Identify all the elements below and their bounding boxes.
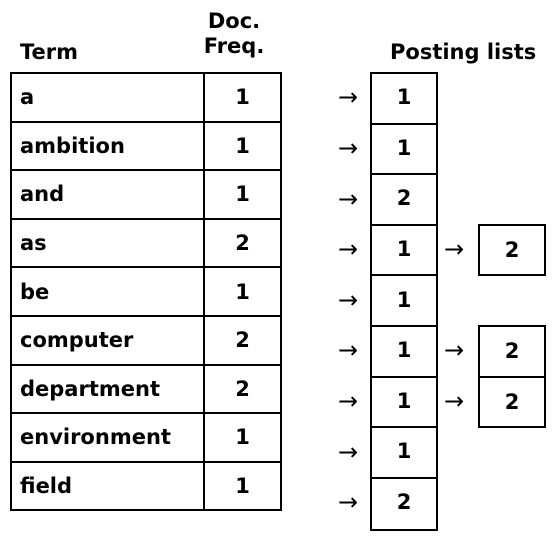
posting-cell: 1 xyxy=(396,388,412,413)
doc-freq-cell: 1 xyxy=(203,169,282,220)
doc-freq-cell: 2 xyxy=(203,363,282,415)
posting-separator xyxy=(372,426,436,429)
term-cell: ambition xyxy=(10,120,205,172)
doc-freq-header-line2: Freq. xyxy=(203,34,265,58)
doc-freq-cell: 1 xyxy=(203,460,282,512)
term-cell: and xyxy=(10,169,205,220)
term-cell: a xyxy=(10,72,205,123)
doc-freq-column-header: Doc. Freq. xyxy=(196,9,272,59)
posting-cell: 2 xyxy=(396,186,412,211)
term-cell: be xyxy=(10,266,205,317)
posting-separator xyxy=(372,375,436,378)
posting-lists-header: Posting lists xyxy=(390,40,537,64)
posting-cell: 1 xyxy=(396,85,412,110)
posting-separator xyxy=(372,476,436,479)
posting-separator xyxy=(372,325,436,327)
pointer-arrow-icon: → xyxy=(338,83,359,112)
next-pointer-arrow-icon: → xyxy=(444,386,465,415)
term-cell: field xyxy=(10,460,205,512)
next-pointer-arrow-icon: → xyxy=(444,235,465,264)
first-posting-column: 1 1 2 1 1 1 1 1 2 xyxy=(370,72,438,531)
term-cell: as xyxy=(10,217,205,269)
doc-freq-cell: 1 xyxy=(203,412,282,463)
posting-cell: 1 xyxy=(396,338,412,363)
posting-cell: 1 xyxy=(396,237,412,262)
posting-separator xyxy=(372,122,436,125)
posting-separator xyxy=(372,223,436,226)
pointer-arrow-icon: → xyxy=(338,437,359,466)
pointer-arrow-icon: → xyxy=(338,184,359,213)
pointer-arrow-icon: → xyxy=(338,285,359,314)
doc-freq-cell: 2 xyxy=(203,314,282,366)
posting-separator xyxy=(372,173,436,176)
term-cell: computer xyxy=(10,314,205,366)
posting-cell: 1 xyxy=(396,287,412,312)
posting-cell: 1 xyxy=(396,135,412,160)
doc-freq-cell: 1 xyxy=(203,120,282,172)
doc-freq-cell: 1 xyxy=(203,266,282,317)
pointer-arrow-icon: → xyxy=(338,336,359,365)
posting-separator xyxy=(372,274,436,277)
pointer-arrow-icon: → xyxy=(338,133,359,162)
posting-box: 2 xyxy=(478,375,546,429)
posting-cell: 2 xyxy=(396,490,412,515)
pointer-arrow-icon: → xyxy=(338,488,359,517)
term-cell: department xyxy=(10,363,205,415)
next-pointer-arrow-icon: → xyxy=(444,336,465,365)
term-cell: environment xyxy=(10,412,205,463)
doc-freq-cell: 2 xyxy=(203,217,282,269)
posting-box: 2 xyxy=(478,325,546,378)
pointer-arrow-icon: → xyxy=(338,235,359,264)
pointer-arrow-icon: → xyxy=(338,386,359,415)
doc-freq-cell: 1 xyxy=(203,72,282,123)
posting-box: 2 xyxy=(478,223,546,277)
posting-cell: 1 xyxy=(396,439,412,464)
doc-freq-header-line1: Doc. xyxy=(207,9,261,33)
term-column-header: Term xyxy=(20,40,79,64)
